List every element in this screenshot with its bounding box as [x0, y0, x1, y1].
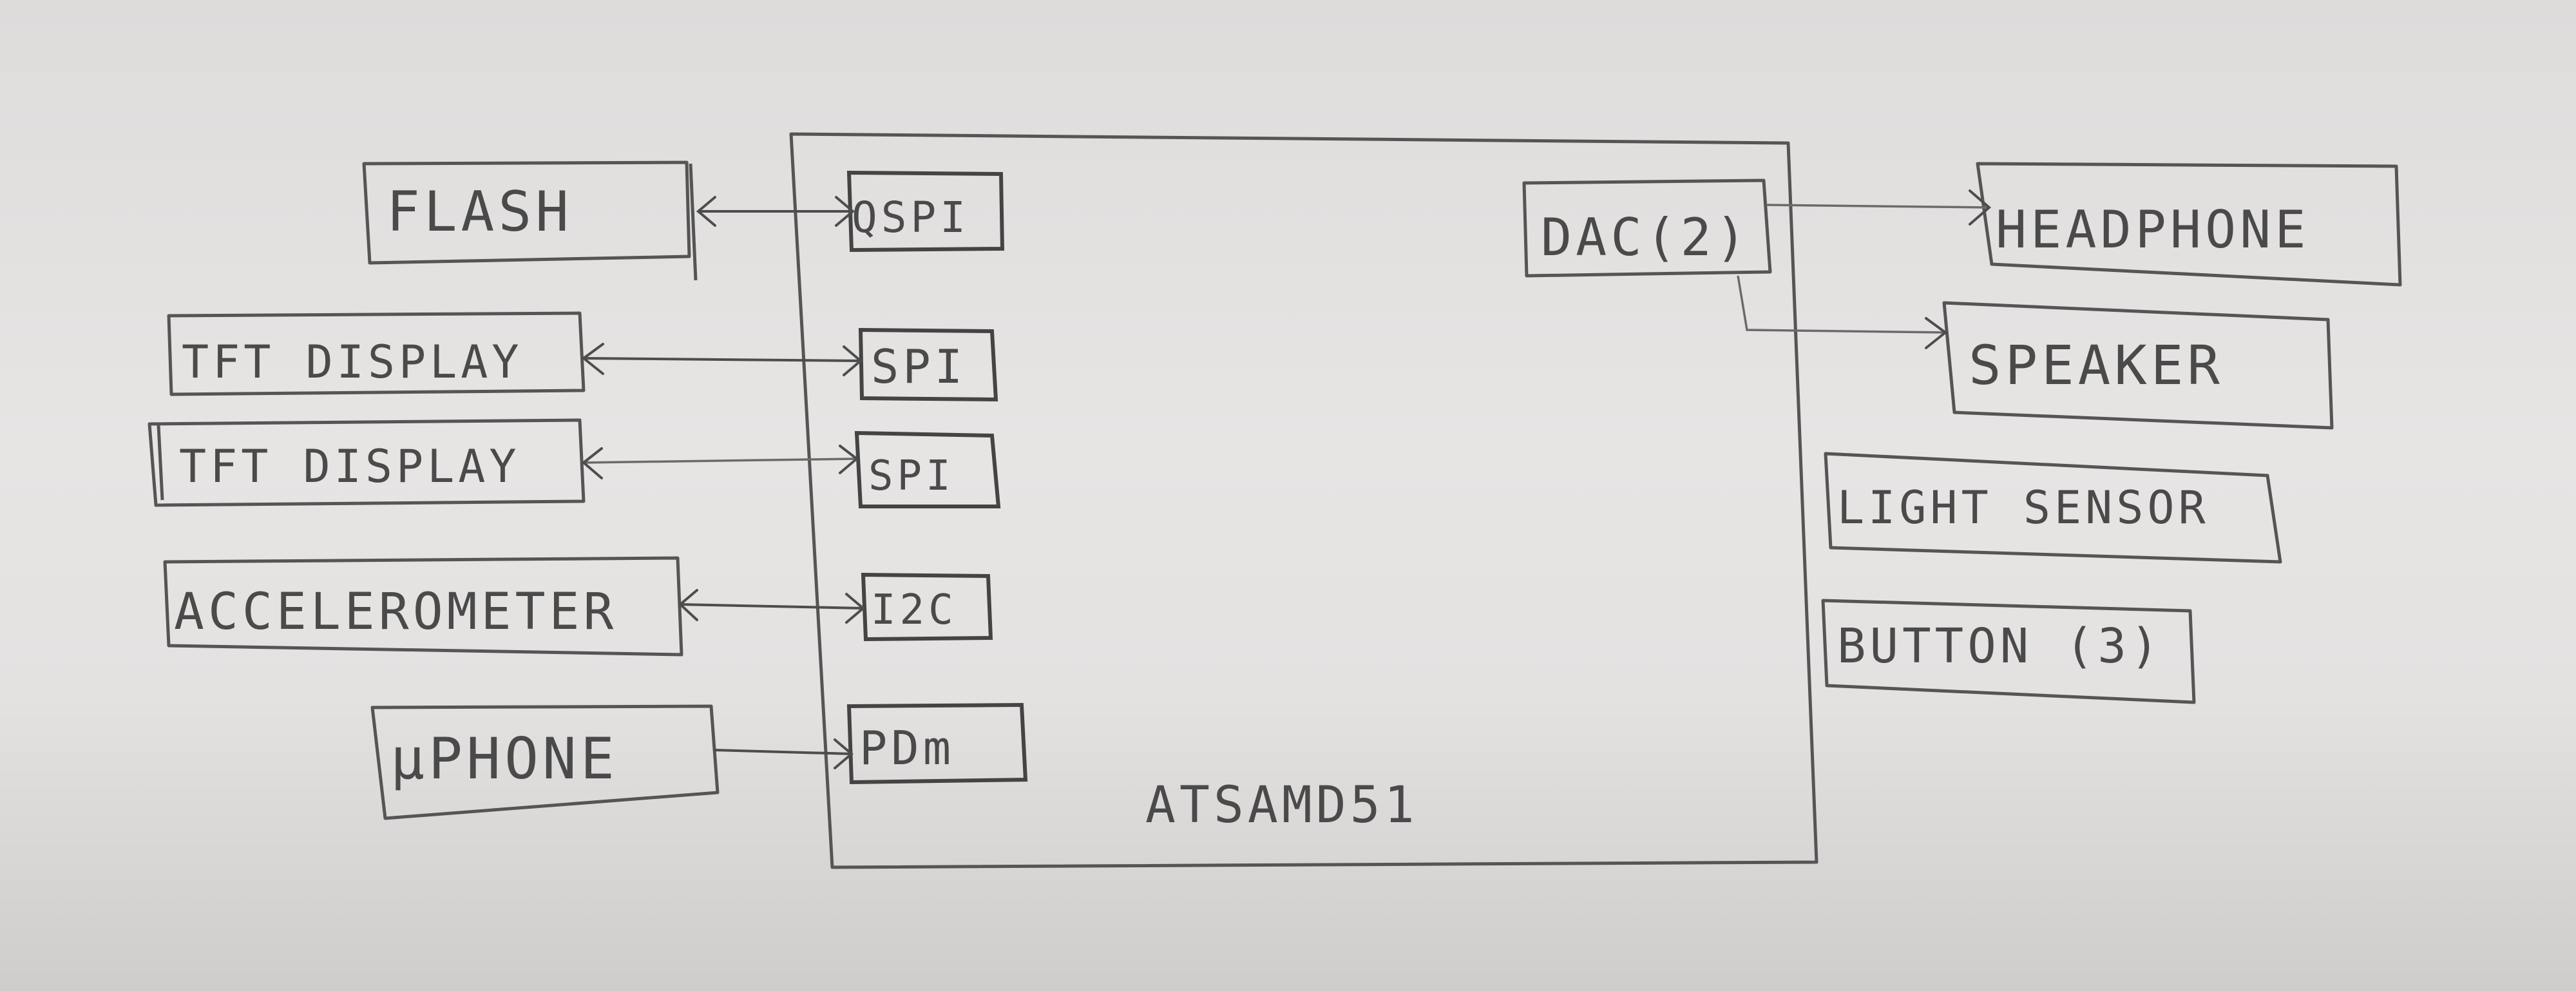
dac-label: DAC(2) — [1541, 207, 1750, 267]
light-sensor-block: LIGHT SENSOR — [1824, 452, 2282, 564]
headphone-block: HEADPHONE — [1976, 162, 2402, 287]
light-sensor-label: LIGHT SENSOR — [1837, 481, 2209, 534]
dac-headphone-link — [1766, 189, 1992, 226]
button-block: BUTTON (3) — [1821, 599, 2196, 704]
qspi-label: QSPI — [852, 193, 969, 242]
microphone-block: µPHONE — [370, 704, 720, 820]
tft-display-2-label: TFT DISPLAY — [179, 440, 520, 493]
accelerometer-block: ACCELEROMETER — [163, 556, 683, 657]
tft-display-1-block: TFT DISPLAY — [167, 311, 586, 396]
port-spi-1: SPI — [858, 327, 998, 402]
port-spi-2: SPI — [854, 430, 1001, 508]
microphone-label: µPHONE — [390, 726, 618, 792]
accel-i2c-link — [678, 589, 866, 624]
port-pdm: PDm — [846, 702, 1028, 785]
tft-display-1-label: TFT DISPLAY — [182, 336, 523, 389]
accelerometer-label: ACCELEROMETER — [174, 583, 617, 641]
mic-pdm-link — [713, 738, 854, 769]
button-label: BUTTON (3) — [1837, 619, 2163, 674]
tft-display-2-block: TFT DISPLAY — [148, 418, 586, 507]
tft1-spi-link — [581, 343, 863, 376]
spi-1-label: SPI — [871, 340, 966, 394]
mcu-label: ATSAMD51 — [1145, 776, 1418, 834]
speaker-block: SPEAKER — [1942, 301, 2334, 430]
speaker-label: SPEAKER — [1969, 334, 2224, 397]
flash-qspi-link — [696, 196, 855, 227]
flash-block: FLASH — [362, 160, 698, 281]
pdm-label: PDm — [859, 721, 955, 775]
port-qspi: QSPI — [846, 170, 1005, 253]
flash-label: FLASH — [386, 180, 573, 244]
tft2-spi-link — [581, 445, 859, 479]
mcu-box — [789, 132, 1818, 869]
headphone-label: HEADPHONE — [1996, 200, 2309, 260]
i2c-label: I2C — [871, 586, 957, 634]
dac-speaker-link — [1737, 275, 1948, 349]
port-i2c: I2C — [861, 572, 993, 642]
port-dac: DAC(2) — [1522, 178, 1772, 278]
spi-2-label: SPI — [868, 452, 955, 500]
